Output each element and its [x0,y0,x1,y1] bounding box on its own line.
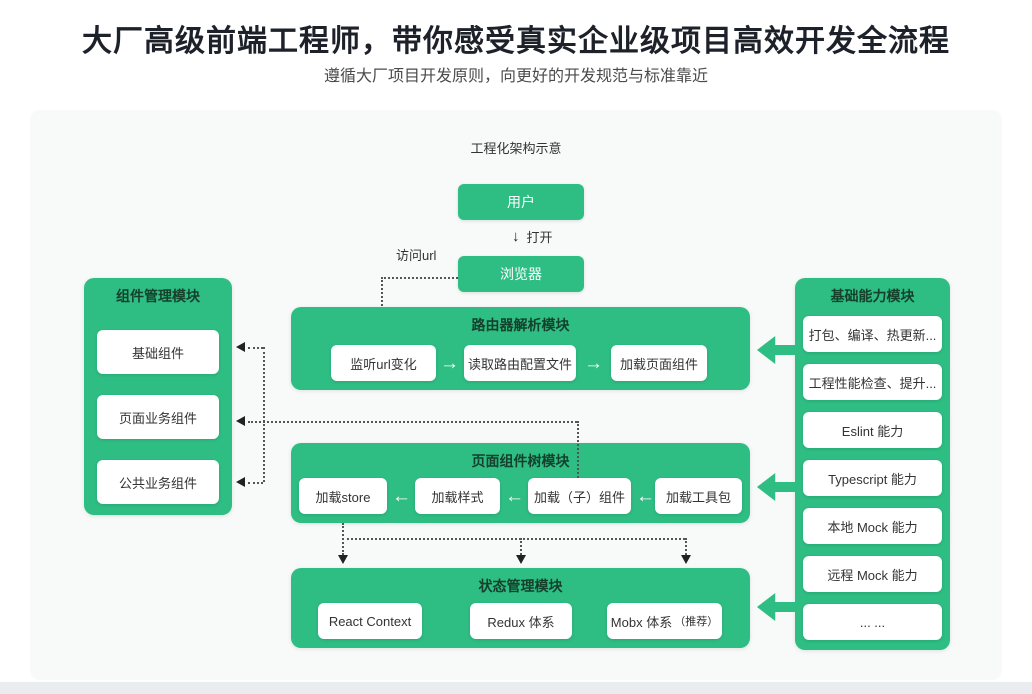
module-title: 路由器解析模块 [471,317,570,333]
component-module: 组件管理模块 基础组件 页面业务组件 公共业务组件 [84,278,232,515]
component-item: 公共业务组件 [97,460,219,504]
state-item-label: Mobx 体系 [610,614,673,630]
dashed-connector [263,347,265,482]
step-arrow-icon: ← [392,486,411,507]
step-arrow-icon: ← [505,486,524,507]
step-box: 监听url变化 [331,345,436,381]
next-section-edge [0,682,1032,694]
step-arrow-icon: → [584,353,603,374]
ability-item: Eslint 能力 [803,412,942,448]
module-title: 状态管理模块 [478,578,563,594]
state-module: 状态管理模块 React Context Redux 体系 Mobx 体系 （推… [291,568,750,648]
ability-item: ... ... [803,604,942,640]
down-arrow-icon: ↓ [512,228,520,245]
flow-arrow-left-icon [757,593,795,621]
dashed-connector [248,421,577,423]
module-title: 组件管理模块 [116,288,200,304]
ability-item: 远程 Mock 能力 [803,556,942,592]
flow-arrow-left-icon [757,336,795,364]
ability-item: 工程性能检查、提升... [803,364,942,400]
module-title: 页面组件树模块 [471,453,570,469]
router-module: 路由器解析模块 监听url变化 → 读取路由配置文件 → 加载页面组件 [291,307,750,390]
ability-item: 本地 Mock 能力 [803,508,942,544]
dashed-arrowhead-icon [516,555,526,564]
flow-arrow-left-icon [757,473,795,501]
state-item: Redux 体系 [470,603,572,639]
page-title: 大厂高级前端工程师，带你感受真实企业级项目高效开发全流程 [82,25,950,58]
state-item: React Context [318,603,422,639]
dashed-connector [381,277,458,279]
dashed-arrowhead-icon [681,555,691,564]
step-box: 加载页面组件 [611,345,707,381]
component-item: 页面业务组件 [97,395,219,439]
module-title: 基础能力模块 [830,288,915,304]
dashed-arrowhead-icon [236,342,245,352]
dashed-arrowhead-icon [338,555,348,564]
step-box: 加载样式 [415,478,500,514]
dashed-connector [342,538,685,540]
page-subtitle: 遵循大厂项目开发原则，向更好的开发规范与标准靠近 [323,68,708,85]
ability-item: Typescript 能力 [803,460,942,496]
dashed-connector [685,538,687,555]
diagram-caption: 工程化架构示意 [470,141,562,156]
visit-url-label: 访问url [396,248,437,263]
dashed-connector [577,421,579,478]
dashed-connector [520,538,522,555]
browser-node: 浏览器 [458,256,584,292]
dashed-connector [248,482,263,484]
component-item: 基础组件 [97,330,219,374]
open-step: ↓ 打开 [512,227,553,246]
recommend-badge: （推荐） [674,616,719,628]
step-arrow-icon: → [440,353,459,374]
dashed-connector [381,277,383,329]
step-box: 加载store [299,478,387,514]
open-label: 打开 [526,230,553,245]
state-item: Mobx 体系 （推荐） [607,603,722,639]
step-box: 加载工具包 [655,478,742,514]
dashed-arrowhead-icon [236,477,245,487]
step-box: 读取路由配置文件 [464,345,576,381]
dashed-arrowhead-icon [236,416,245,426]
tree-module: 页面组件树模块 加载store ← 加载样式 ← 加载（子）组件 ← 加载工具包 [291,443,750,523]
step-box: 加载（子）组件 [528,478,631,514]
step-arrow-icon: ← [636,486,655,507]
ability-item: 打包、编译、热更新... [803,316,942,352]
dashed-connector [248,347,263,349]
architecture-card: 工程化架构示意 用户 ↓ 打开 访问url 浏览器 路由器解析模块 监听url变… [30,110,1002,680]
ability-module: 基础能力模块 打包、编译、热更新... 工程性能检查、提升... Eslint … [795,278,950,650]
user-node: 用户 [458,184,584,220]
